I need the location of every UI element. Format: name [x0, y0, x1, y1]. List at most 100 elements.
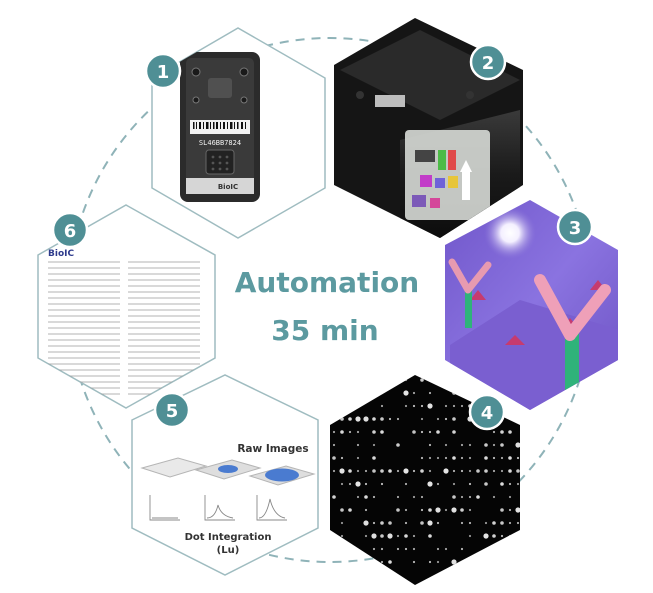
array-dot: [364, 534, 368, 538]
array-dot: [412, 430, 416, 434]
array-dot: [356, 443, 360, 447]
array-dot: [436, 560, 440, 564]
array-dot: [387, 533, 393, 539]
array-dot: [460, 560, 464, 564]
array-dot: [507, 546, 513, 552]
array-dot: [508, 495, 512, 499]
array-dot: [372, 430, 376, 434]
array-dot: [372, 547, 376, 551]
step-6-hexagon: BioIC: [37, 204, 216, 409]
array-dot: [452, 469, 456, 473]
array-dot: [412, 469, 416, 473]
array-dot: [500, 443, 504, 447]
array-dot: [508, 430, 512, 434]
array-dot: [436, 482, 440, 486]
array-dot: [403, 468, 409, 474]
step-number: 2: [482, 53, 495, 74]
array-dot: [388, 469, 392, 473]
step-badge-6: 6: [51, 211, 89, 249]
array-dot: [412, 534, 416, 538]
step-number: 3: [569, 218, 582, 239]
array-dot: [364, 508, 368, 512]
array-dot: [380, 391, 384, 395]
array-dot: [356, 495, 360, 499]
array-dot: [380, 417, 384, 421]
array-dot: [332, 469, 336, 473]
instrument-image: [334, 18, 523, 238]
array-dot: [420, 404, 424, 408]
array-dot: [427, 403, 433, 409]
array-dot: [372, 391, 376, 395]
array-dot: [356, 404, 360, 408]
array-dot: [403, 390, 409, 396]
array-dot: [380, 482, 384, 486]
array-dot: [492, 573, 496, 577]
step-number: 6: [64, 221, 77, 242]
step-1-hexagon: SL46BB7824 BioIC: [151, 27, 326, 239]
array-dot: [332, 456, 336, 460]
array-dot: [460, 443, 464, 447]
array-dot: [428, 508, 432, 512]
array-dot: [468, 573, 472, 577]
array-dot: [436, 521, 440, 525]
array-dot: [428, 560, 432, 564]
array-dot: [348, 573, 352, 577]
array-dot: [340, 482, 344, 486]
array-dot: [348, 430, 352, 434]
antibody-binding-image: [445, 200, 618, 410]
array-dot: [484, 443, 488, 447]
array-dot: [444, 417, 448, 421]
array-dot: [380, 430, 384, 434]
array-dot: [348, 508, 352, 512]
array-dot: [516, 482, 520, 486]
step-badge-4: 4: [468, 393, 506, 431]
array-dot: [444, 456, 448, 460]
array-dot: [508, 521, 512, 525]
array-dot: [500, 430, 504, 434]
array-dot: [356, 456, 360, 460]
array-dot: [516, 547, 520, 551]
array-dot: [428, 430, 432, 434]
array-dot: [363, 416, 369, 422]
array-dot: [460, 521, 464, 525]
array-dot: [428, 378, 432, 382]
array-dot: [516, 469, 520, 473]
array-dot: [500, 521, 504, 525]
array-dot: [444, 547, 448, 551]
array-dot: [452, 495, 456, 499]
array-dot: [484, 456, 488, 460]
array-dot: [348, 404, 352, 408]
array-dot: [412, 391, 416, 395]
array-dot: [364, 495, 368, 499]
array-dot: [460, 547, 464, 551]
array-dot: [372, 456, 376, 460]
array-dot: [364, 482, 368, 486]
array-dot: [356, 573, 360, 577]
array-dot: [451, 559, 457, 565]
array-dot: [428, 469, 432, 473]
array-dot: [340, 508, 344, 512]
array-dot: [340, 430, 344, 434]
array-dot: [380, 404, 384, 408]
array-dot: [380, 469, 384, 473]
array-dot: [420, 456, 424, 460]
array-dot: [460, 378, 464, 382]
array-dot: [332, 534, 336, 538]
array-dot: [412, 560, 416, 564]
array-dot: [396, 469, 400, 473]
array-dot: [484, 560, 488, 564]
array-dot: [492, 495, 496, 499]
array-dot: [420, 430, 424, 434]
array-dot: [443, 468, 449, 474]
array-dot: [347, 390, 353, 396]
array-dot: [492, 469, 496, 473]
array-dot: [476, 495, 480, 499]
array-dot: [468, 521, 472, 525]
array-dot: [348, 417, 352, 421]
array-dot: [468, 508, 472, 512]
step-number: 5: [166, 401, 179, 422]
array-dot: [508, 508, 512, 512]
array-dot: [460, 508, 464, 512]
array-dot: [404, 404, 408, 408]
array-dot: [460, 404, 464, 408]
